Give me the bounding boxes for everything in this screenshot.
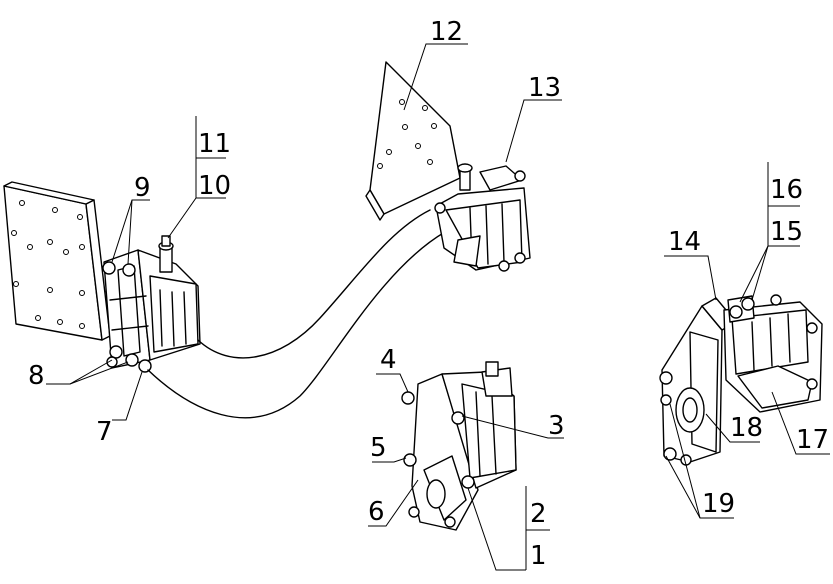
upper-mounting-plate bbox=[365, 61, 461, 221]
label-5: 5 bbox=[370, 433, 387, 463]
label-13: 13 bbox=[528, 73, 561, 103]
label-19: 19 bbox=[702, 489, 735, 519]
label-6: 6 bbox=[368, 497, 385, 527]
left-mounting-plate bbox=[3, 181, 111, 341]
label-15: 15 bbox=[770, 217, 803, 247]
label-14: 14 bbox=[668, 227, 701, 257]
lower-middle-bolts bbox=[401, 391, 475, 528]
lower-middle-bracket-assembly bbox=[401, 361, 517, 531]
label-3: 3 bbox=[548, 411, 565, 441]
reference-numerals: 12 13 11 10 9 8 7 4 5 6 3 2 1 14 16 15 1… bbox=[28, 17, 829, 571]
label-11: 11 bbox=[198, 129, 231, 159]
label-9: 9 bbox=[134, 173, 151, 203]
label-16: 16 bbox=[770, 175, 803, 205]
label-10: 10 bbox=[198, 171, 231, 201]
upper-bracket-assembly bbox=[434, 163, 531, 272]
label-8: 8 bbox=[28, 361, 45, 391]
label-7: 7 bbox=[96, 417, 113, 447]
right-bracket-bolts bbox=[659, 294, 818, 466]
leader-lines bbox=[46, 43, 830, 571]
label-2: 2 bbox=[530, 499, 547, 529]
right-bracket-assembly bbox=[659, 294, 823, 466]
label-18: 18 bbox=[730, 413, 763, 443]
left-bracket-assembly bbox=[102, 235, 201, 373]
label-4: 4 bbox=[380, 345, 397, 375]
label-1: 1 bbox=[530, 541, 547, 571]
label-17: 17 bbox=[796, 425, 829, 455]
left-bracket-bolts bbox=[102, 261, 152, 373]
label-12: 12 bbox=[430, 17, 463, 47]
